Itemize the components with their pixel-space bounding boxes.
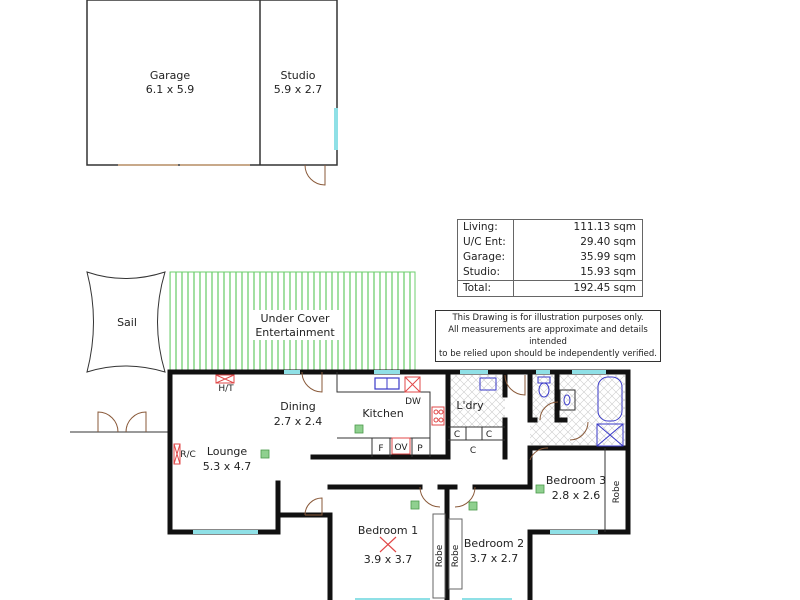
disclaimer-line: This Drawing is for illustration purpose… — [452, 313, 644, 323]
bedroom2-size: 3.7 x 2.7 — [470, 552, 519, 565]
hvac: H/T R/C — [173, 374, 397, 553]
bed2-robe-label: Robe — [451, 544, 461, 567]
oven-label: OV — [394, 443, 408, 453]
kitchen-fittings: DW F OV P — [336, 372, 445, 457]
area-row-garage: Garage: 35.99 sqm — [458, 250, 642, 265]
cupboard-label: C — [486, 430, 492, 440]
vanity-icon — [559, 389, 576, 411]
sail-label: Sail — [117, 316, 137, 329]
laundry-cupboards: C C C — [448, 377, 505, 456]
dining-size: 2.7 x 2.4 — [274, 415, 323, 428]
bedroom3-label: Bedroom 3 — [546, 474, 606, 487]
pantry-label: P — [417, 444, 423, 454]
dw-label: DW — [405, 397, 421, 407]
area-row-uc-ent: U/C Ent: 29.40 sqm — [458, 235, 642, 250]
under-cover-label-1: Under Cover — [260, 312, 329, 325]
cupboard-label: C — [454, 430, 460, 440]
cooktop-icon — [431, 406, 445, 426]
kitchen-label: Kitchen — [362, 407, 403, 420]
under-cover-entertainment: Under Cover Entertainment — [169, 271, 416, 373]
area-summary-table: Living: 111.13 sqm U/C Ent: 29.40 sqm Gara… — [457, 219, 643, 297]
lounge-label: Lounge — [207, 445, 248, 458]
side-gate — [70, 411, 168, 433]
studio-label: Studio — [280, 69, 315, 82]
area-value: 29.40 sqm — [580, 236, 636, 248]
area-row-studio: Studio: 15.93 sqm — [458, 265, 642, 280]
area-value: 15.93 sqm — [580, 266, 636, 278]
area-value: 35.99 sqm — [580, 251, 636, 263]
studio-door — [304, 164, 326, 186]
bedroom2-label: Bedroom 2 — [464, 537, 524, 550]
lounge-size: 5.3 x 4.7 — [203, 460, 252, 473]
rc-label: R/C — [180, 450, 196, 460]
smoke-detectors — [260, 424, 545, 511]
cupboard-label: C — [470, 446, 476, 456]
doors — [301, 371, 589, 516]
bathroom-fittings — [537, 376, 624, 447]
under-cover-label-2: Entertainment — [255, 326, 335, 339]
disclaimer-line: to be relied upon should be independentl… — [438, 349, 658, 359]
area-value: 192.45 sqm — [573, 282, 636, 294]
area-label: Garage: — [458, 250, 514, 265]
garage-studio-building: Garage 6.1 x 5.9 Studio 5.9 x 2.7 — [86, 0, 338, 186]
garage-size: 6.1 x 5.9 — [146, 83, 195, 96]
bed3-robe-label: Robe — [612, 480, 622, 503]
ht-label: H/T — [218, 384, 234, 394]
area-row-living: Living: 111.13 sqm — [458, 220, 642, 235]
dishwasher-icon — [404, 376, 421, 393]
laundry-trough-icon — [479, 377, 497, 391]
dining-label: Dining — [280, 400, 316, 413]
disclaimer-line: All measurements are approximate and det… — [448, 325, 648, 347]
bathroom-floor — [530, 375, 625, 445]
bedroom1-size: 3.9 x 3.7 — [364, 553, 413, 566]
heater-icon — [215, 374, 235, 384]
area-value: 111.13 sqm — [573, 221, 636, 233]
bed1-robe-label: Robe — [435, 544, 445, 567]
fridge-label: F — [378, 444, 383, 454]
area-label: Total: — [458, 281, 514, 296]
bedroom1-label: Bedroom 1 — [358, 524, 418, 537]
oven-icon — [391, 437, 411, 455]
windows — [193, 370, 606, 600]
area-label: U/C Ent: — [458, 235, 514, 250]
bedroom3-size: 2.8 x 2.6 — [552, 489, 601, 502]
disclaimer: This Drawing is for illustration purpose… — [435, 310, 661, 362]
area-label: Living: — [458, 220, 514, 235]
garage-label: Garage — [150, 69, 191, 82]
area-label: Studio: — [458, 265, 514, 280]
bath-icon — [597, 376, 623, 422]
sail: Sail — [86, 271, 166, 373]
ceiling-fan-icon — [379, 536, 397, 553]
reverse-cycle-icon — [173, 443, 181, 465]
robes: Robe Robe Robe — [432, 480, 622, 599]
laundry-label: L'dry — [456, 399, 484, 412]
studio-size: 5.9 x 2.7 — [274, 83, 323, 96]
shower-icon — [596, 423, 624, 447]
area-row-total: Total: 192.45 sqm — [458, 280, 642, 296]
